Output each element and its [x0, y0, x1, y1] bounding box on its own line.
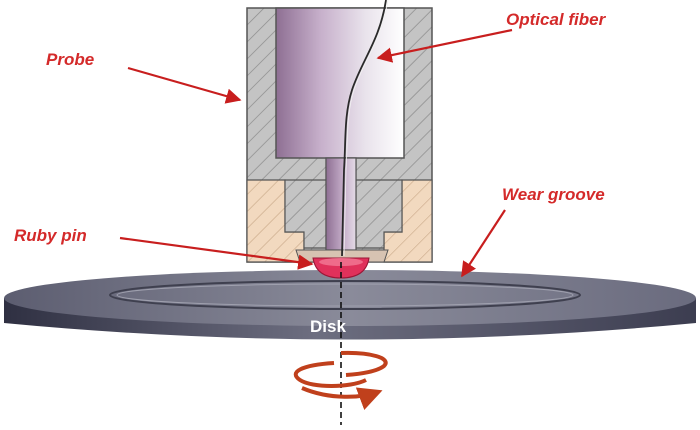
- probe-label: Probe: [46, 50, 95, 69]
- disk: [4, 270, 696, 340]
- optical-fiber: [341, 0, 387, 257]
- wear-groove-label: Wear groove: [502, 185, 605, 204]
- optical-fiber-label: Optical fiber: [506, 10, 606, 29]
- optical-fiber-arrow: [376, 28, 513, 63]
- disk-top-surface: [4, 270, 696, 326]
- wear-groove-track: [109, 280, 581, 310]
- fiber-chamber: [275, 7, 405, 159]
- ruby-pin-label: Ruby pin: [14, 226, 87, 245]
- probe: [246, 0, 433, 279]
- probe-arrow: [127, 66, 242, 104]
- disk-label: Disk: [310, 317, 346, 336]
- ruby-pin-arrow: [119, 236, 314, 270]
- wear-groove-arrow: [461, 209, 506, 278]
- rotation-arrow-icon: [293, 350, 388, 410]
